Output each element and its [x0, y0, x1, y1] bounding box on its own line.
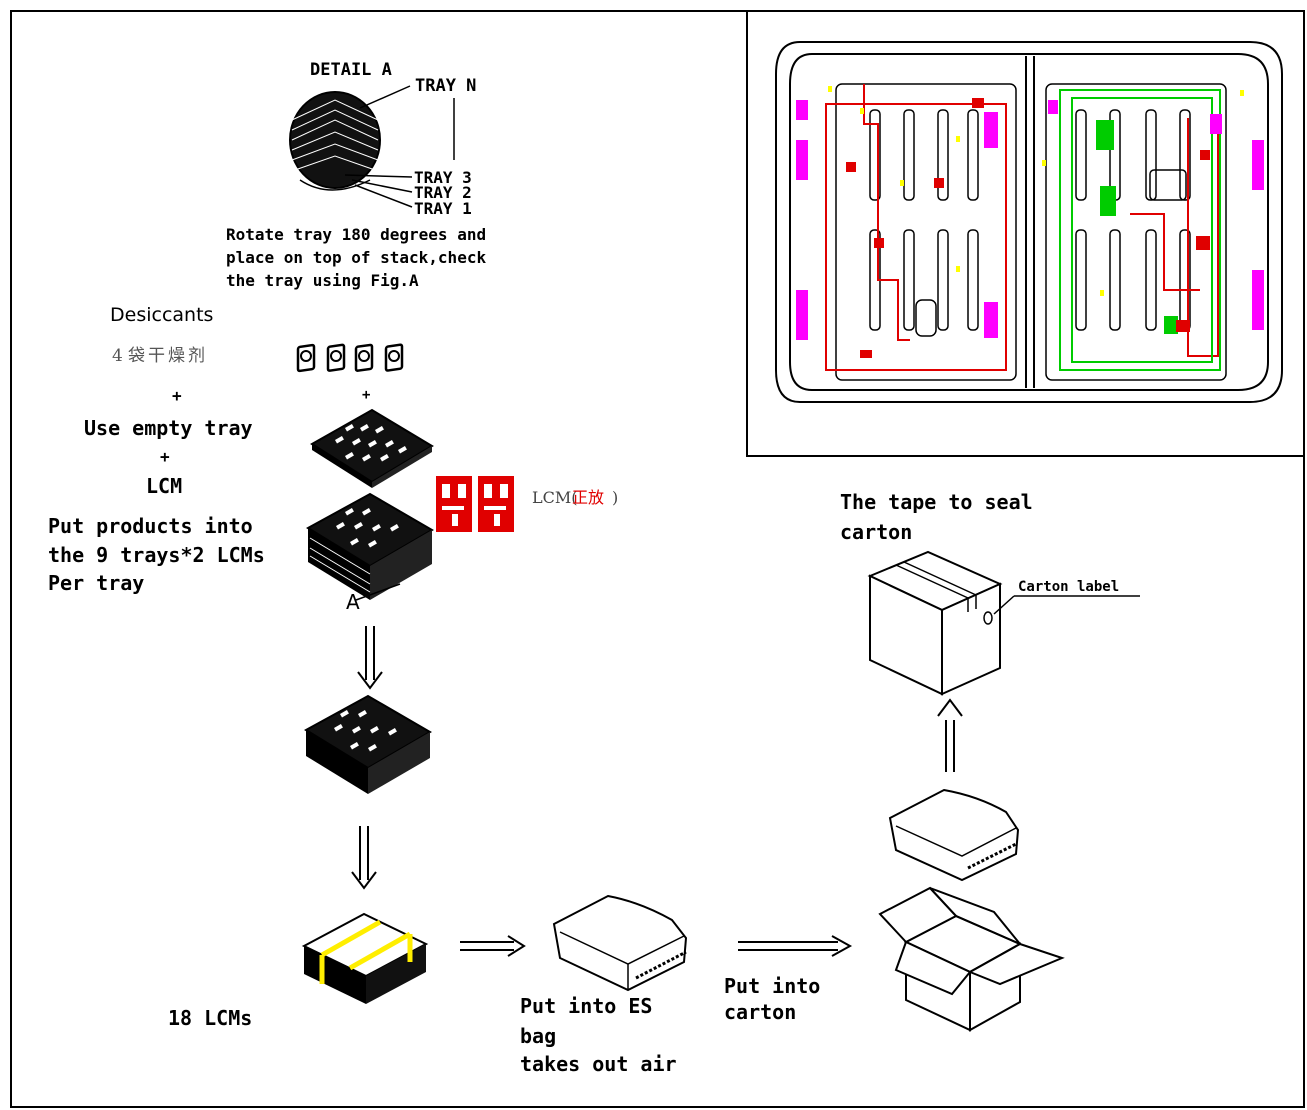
tray-layout-drawing	[0, 0, 1307, 1110]
